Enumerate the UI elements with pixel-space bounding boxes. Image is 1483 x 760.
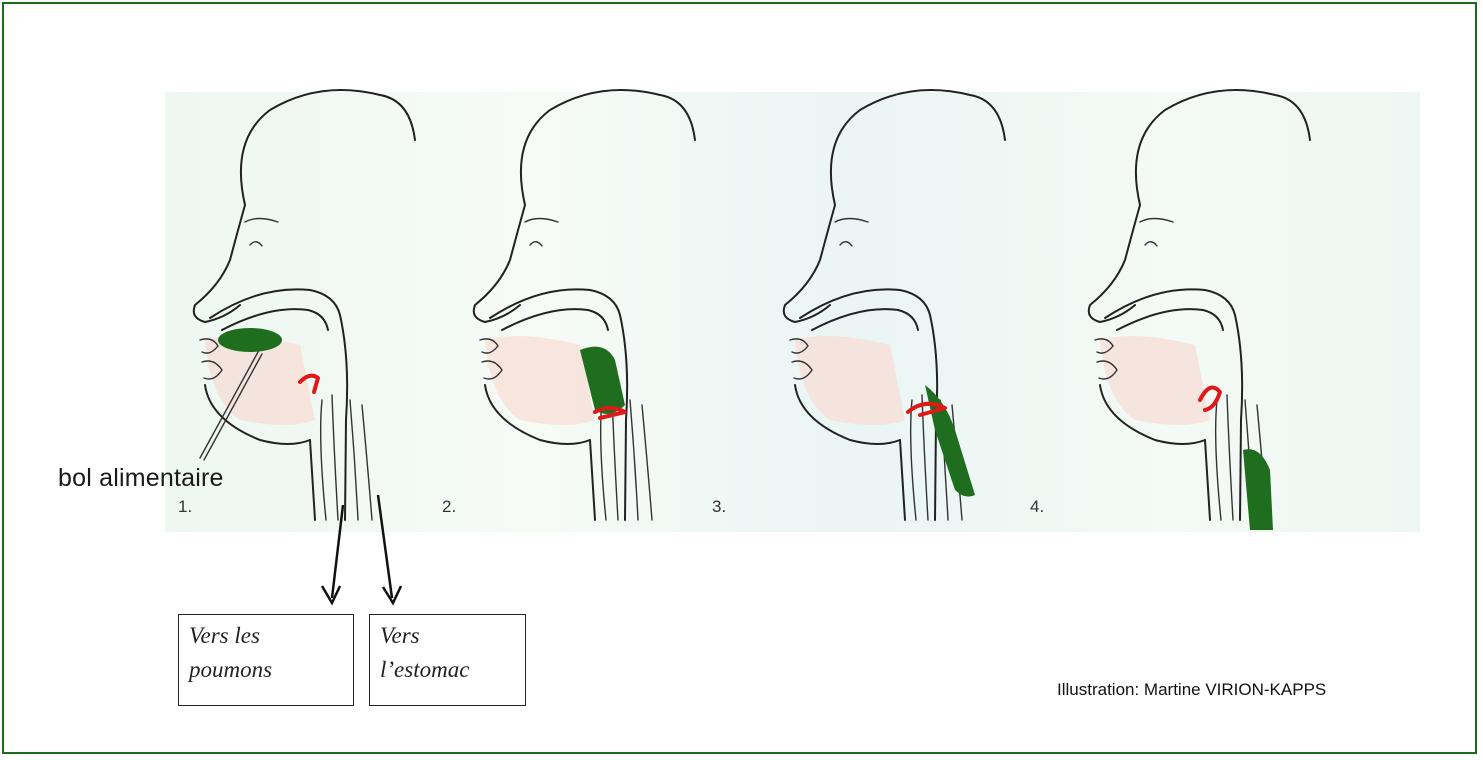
stage-1-head <box>194 90 415 520</box>
stage-4-head <box>1089 90 1310 530</box>
stomach-box: Vers l’estomac <box>369 614 526 706</box>
bolus-callout-label: bol alimentaire <box>58 464 224 493</box>
stage-2-head <box>474 90 695 520</box>
illustration-credit: Illustration: Martine VIRION-KAPPS <box>1057 680 1326 700</box>
arrow-to-stomach <box>378 495 401 603</box>
bolus-in-esophagus <box>925 385 975 497</box>
bolus-lower-esophagus <box>1243 449 1273 530</box>
step-label-3: 3. <box>712 497 726 517</box>
step-label-1: 1. <box>178 497 192 517</box>
step-label-2: 2. <box>442 497 456 517</box>
arrow-to-lungs <box>322 505 343 603</box>
stage-3-head <box>784 90 1005 520</box>
bolus-in-mouth <box>218 328 282 352</box>
step-label-4: 4. <box>1030 497 1044 517</box>
lungs-box: Vers les poumons <box>178 614 354 706</box>
